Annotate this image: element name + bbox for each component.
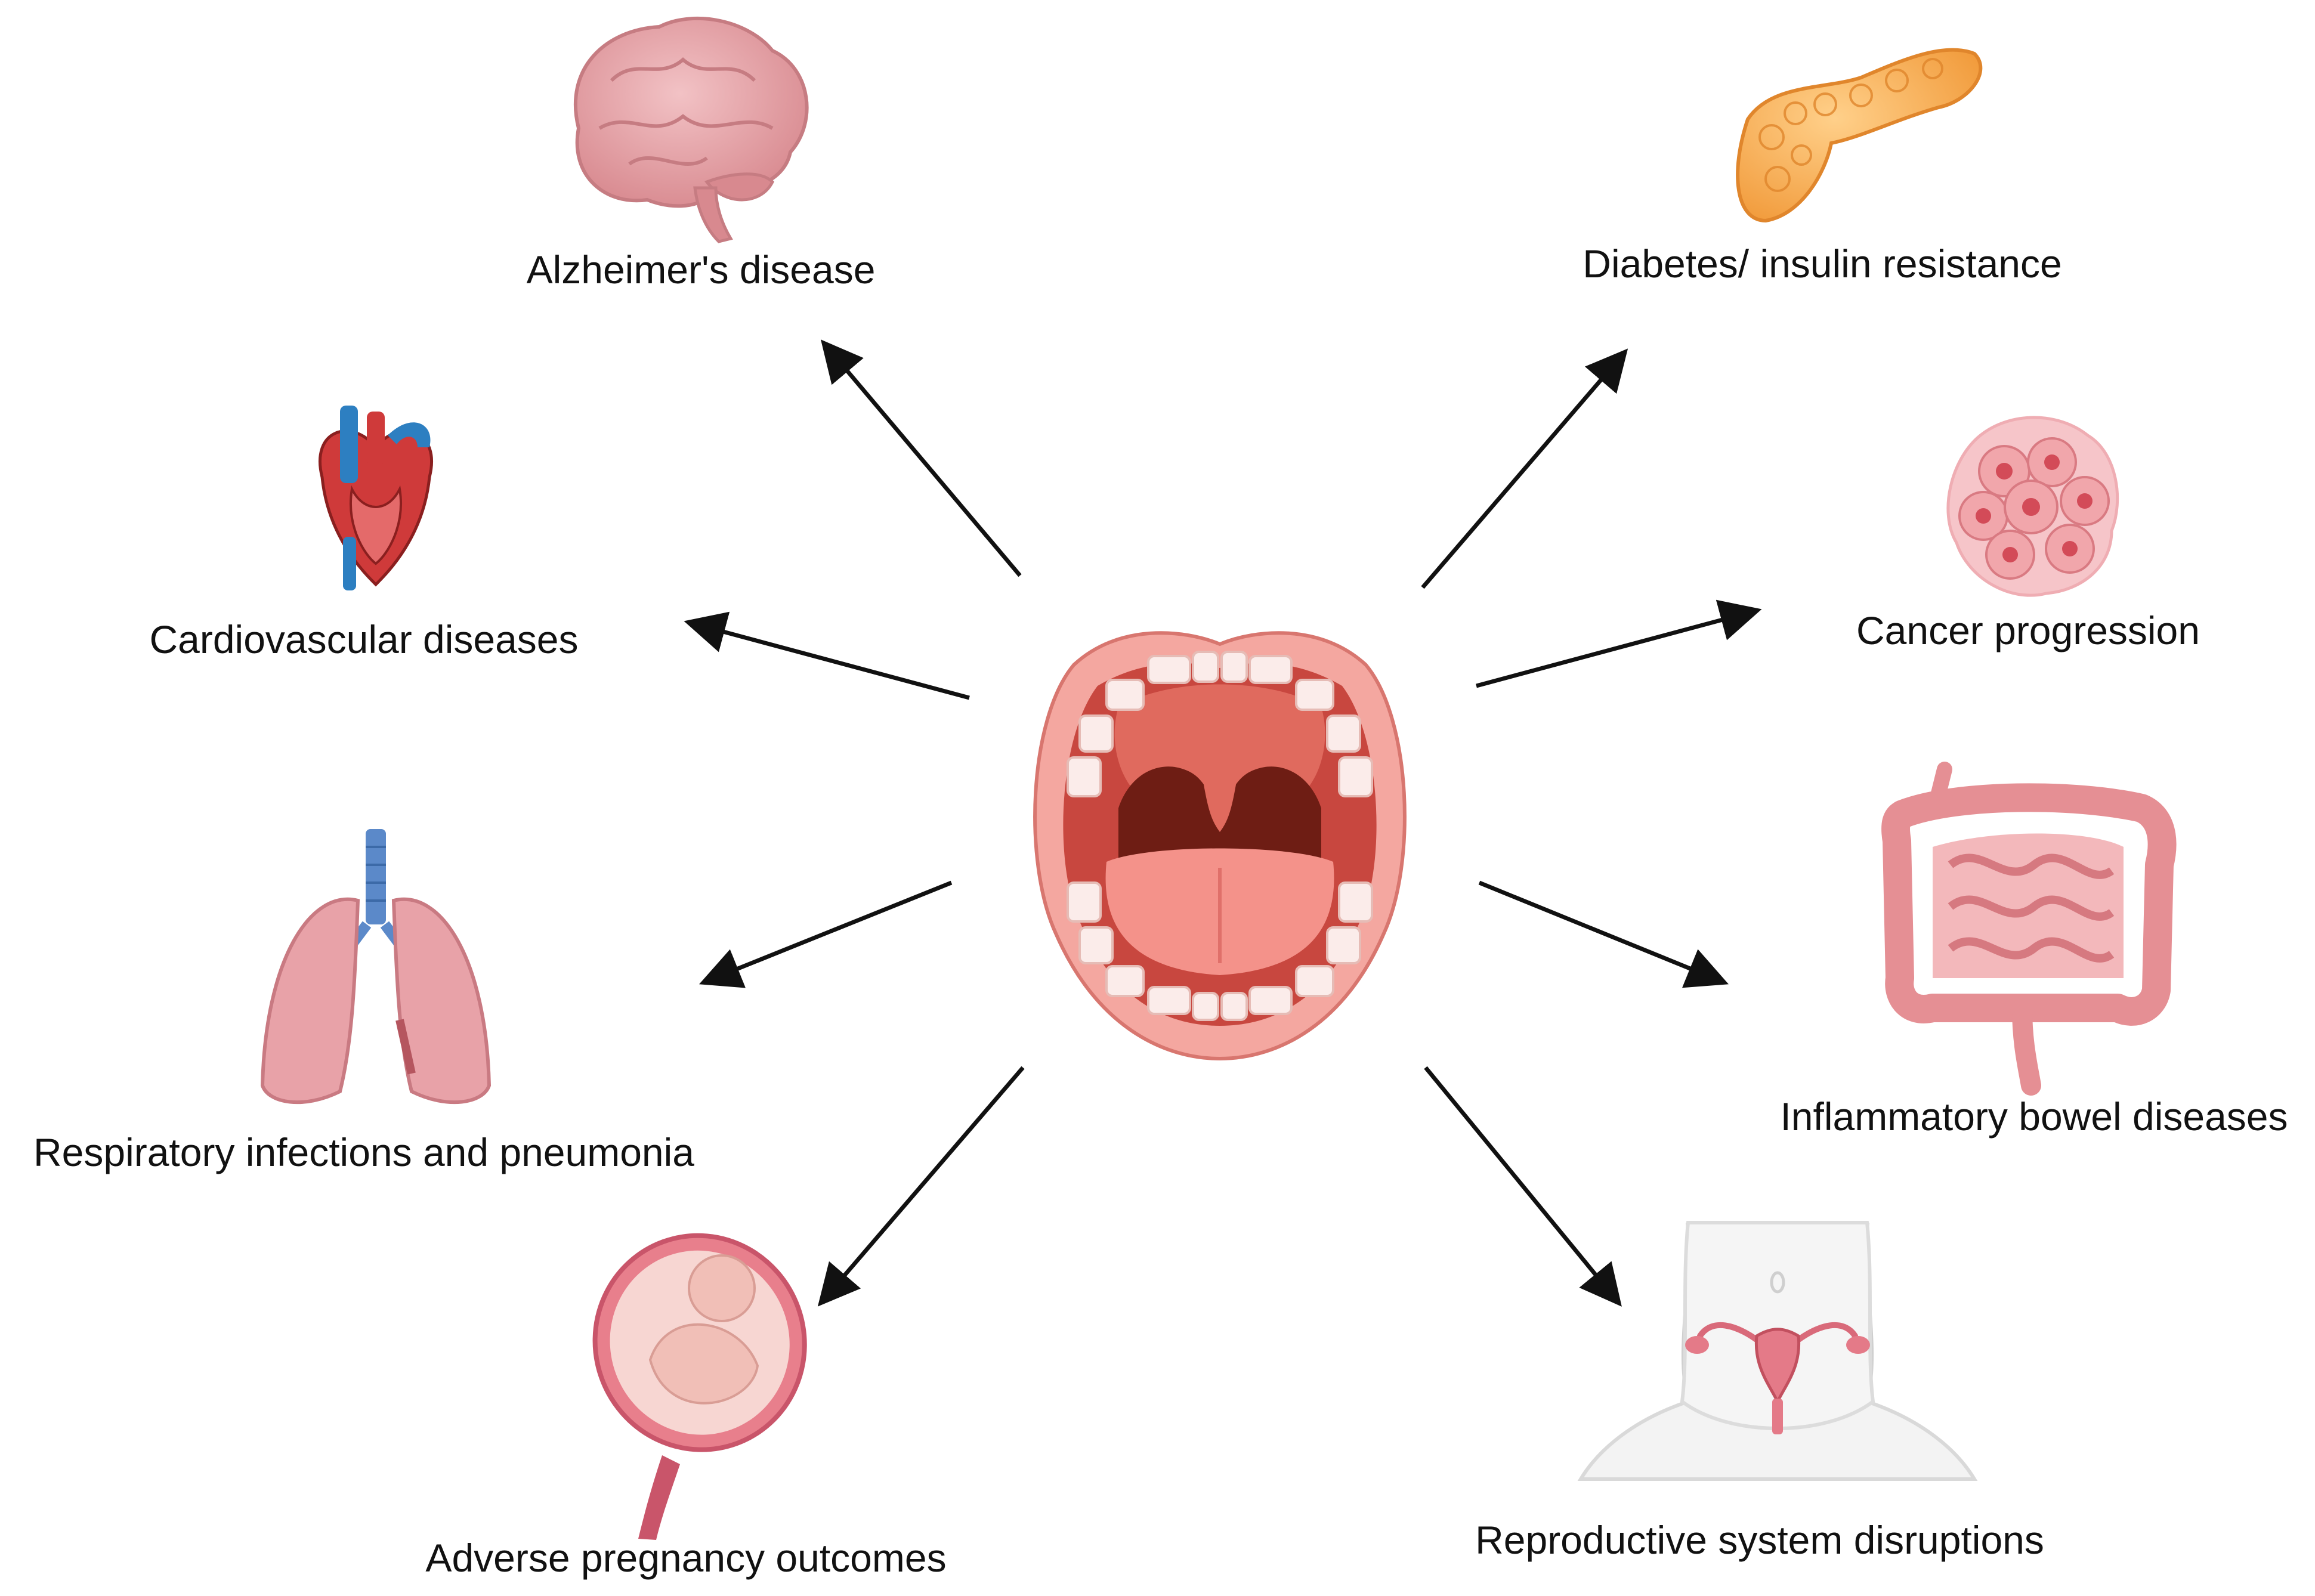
label-alzheimers: Alzheimer's disease — [527, 248, 876, 292]
label-pregnancy: Adverse pregnancy outcomes — [425, 1536, 946, 1580]
label-respiratory: Respiratory infections and pneumonia — [33, 1130, 694, 1174]
brain-icon — [573, 16, 809, 243]
pancreas-icon — [1736, 48, 1983, 223]
arrow-to-ibd — [1478, 880, 1729, 988]
intestine-icon — [1881, 762, 2177, 1096]
female-reproductive-icon — [1577, 1221, 1978, 1481]
arrow-to-cancer — [1476, 599, 1762, 688]
cancer-cells-icon — [1946, 416, 2119, 597]
arrow-to-cardiovascular — [684, 611, 970, 700]
label-diabetes: Diabetes/ insulin resistance — [1583, 242, 2061, 286]
open-mouth-icon — [1033, 631, 1407, 1061]
arrow-to-alzheimers — [820, 339, 1022, 577]
arrows — [684, 339, 1762, 1307]
label-cancer: Cancer progression — [1856, 608, 2200, 652]
heart-icon — [319, 406, 433, 590]
arrow-to-respiratory — [699, 880, 953, 988]
lungs-icon — [260, 829, 492, 1105]
label-reproductive: Reproductive system disruptions — [1475, 1518, 2044, 1562]
arrow-to-reproductive — [1424, 1066, 1622, 1307]
uterus-fetus-icon — [592, 1233, 807, 1540]
label-cardiovascular: Cardiovascular diseases — [149, 617, 578, 661]
arrow-to-diabetes — [1421, 348, 1628, 589]
label-ibd: Inflammatory bowel diseases — [1780, 1094, 2288, 1139]
arrow-to-pregnancy — [817, 1066, 1025, 1307]
